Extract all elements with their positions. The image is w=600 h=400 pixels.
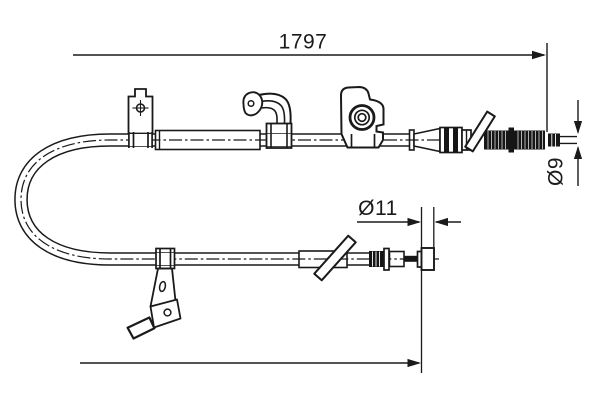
extension-lines: [420, 43, 548, 373]
upper-end-assembly: [439, 126, 577, 154]
dimension-diameter-9: Ø9: [545, 100, 583, 186]
arrowhead-up: [573, 146, 583, 159]
front-cable-nipple: [420, 247, 441, 271]
upper-diagonal-tube: [464, 110, 496, 153]
cable-centerline: [20, 139, 440, 260]
arrowhead-right: [407, 358, 421, 368]
mounting-bracket-1: [127, 88, 154, 148]
bracket-2-hole: [247, 99, 255, 108]
mounting-bracket-3-grommet: [339, 85, 385, 149]
mounting-bracket-2: [242, 91, 293, 149]
adjuster-ribbed-block: [439, 126, 463, 154]
dimension-diameter-11: Ø11: [357, 197, 461, 227]
bracket-plate: [149, 298, 182, 329]
diameter-9-label: Ø9: [545, 157, 568, 186]
diagonal-pieces: [313, 110, 496, 282]
arrowhead-down: [573, 121, 583, 134]
return-spring: [484, 127, 545, 153]
overall-length-label: 1797: [279, 31, 328, 54]
lower-rod: [404, 255, 418, 262]
plate-hole: [163, 308, 172, 317]
grommet-ring: [348, 104, 376, 131]
lower-ribbed-fitting: [369, 251, 384, 267]
dimension-overall-length: 1797: [73, 31, 546, 60]
arrowhead-left: [434, 217, 448, 227]
rear-cable-nipple: [548, 133, 577, 147]
bolt-hole-crosshair: [132, 100, 149, 116]
lower-flange: [383, 247, 390, 271]
lower-bracket-assembly: [126, 247, 182, 340]
arrowhead-right: [407, 217, 421, 227]
diameter-11-label: Ø11: [358, 197, 398, 220]
bracket-foot: [126, 316, 156, 340]
arm-slot-hole: [158, 280, 167, 293]
arrowhead-right: [532, 50, 546, 60]
lower-diagonal-lever: [313, 234, 357, 282]
lower-end-assembly: [369, 247, 441, 271]
dimension-lower-length: [80, 358, 421, 368]
